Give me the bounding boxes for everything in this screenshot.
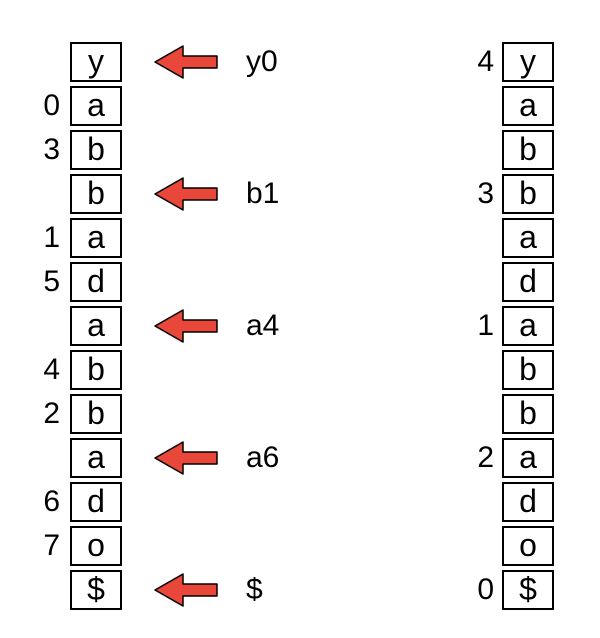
left-cell: o xyxy=(70,526,122,566)
right-index-label: 0 xyxy=(477,573,494,606)
right-cell: $ xyxy=(502,570,554,610)
left-index-label: 6 xyxy=(43,485,60,518)
left-cell: a xyxy=(70,86,122,126)
right-cell: b xyxy=(502,174,554,214)
left-cell: $ xyxy=(70,570,122,610)
marker-label: a4 xyxy=(246,309,280,342)
right-cell: y xyxy=(502,42,554,82)
left-index-label: 1 xyxy=(43,221,60,254)
right-cell: a xyxy=(502,86,554,126)
right-cell: o xyxy=(502,526,554,566)
right-cell: b xyxy=(502,350,554,390)
right-index-label: 2 xyxy=(477,441,494,474)
left-cell: b xyxy=(70,174,122,214)
pointer-arrow-icon xyxy=(154,573,218,607)
left-cell: d xyxy=(70,262,122,302)
left-cell: y xyxy=(70,42,122,82)
left-cell: a xyxy=(70,306,122,346)
left-cell: b xyxy=(70,394,122,434)
marker-label: a6 xyxy=(246,441,280,474)
left-index-label: 5 xyxy=(43,265,60,298)
left-cell: a xyxy=(70,438,122,478)
pointer-arrow-icon xyxy=(154,45,218,79)
left-cell: a xyxy=(70,218,122,258)
left-index-label: 0 xyxy=(43,89,60,122)
left-index-label: 4 xyxy=(43,353,60,386)
marker-label: b1 xyxy=(246,177,280,210)
left-index-label: 3 xyxy=(43,133,60,166)
marker-label: $ xyxy=(246,573,263,606)
pointer-arrow-icon xyxy=(154,309,218,343)
pointer-arrow-icon xyxy=(154,441,218,475)
right-cell: a xyxy=(502,218,554,258)
left-cell: b xyxy=(70,130,122,170)
right-index-label: 4 xyxy=(477,45,494,78)
left-cell: b xyxy=(70,350,122,390)
right-cell: b xyxy=(502,130,554,170)
right-index-label: 1 xyxy=(477,309,494,342)
right-cell: a xyxy=(502,438,554,478)
left-index-label: 2 xyxy=(43,397,60,430)
pointer-arrow-icon xyxy=(154,177,218,211)
right-cell: b xyxy=(502,394,554,434)
right-cell: d xyxy=(502,482,554,522)
left-index-label: 7 xyxy=(43,529,60,562)
marker-label: y0 xyxy=(246,45,278,78)
left-cell: d xyxy=(70,482,122,522)
right-cell: a xyxy=(502,306,554,346)
right-index-label: 3 xyxy=(477,177,494,210)
right-cell: d xyxy=(502,262,554,302)
